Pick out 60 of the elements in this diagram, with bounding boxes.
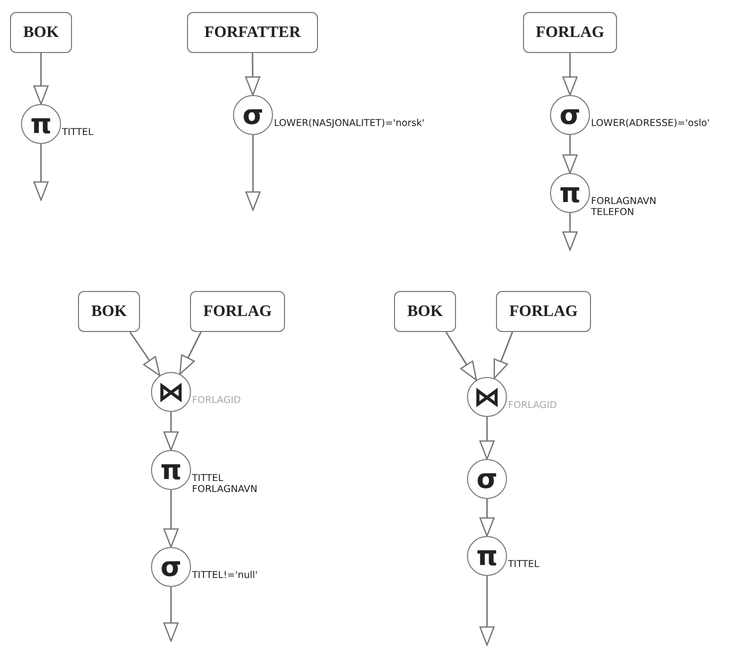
operator-symbol: π xyxy=(476,542,498,570)
arrow xyxy=(179,332,202,375)
table-box xyxy=(523,12,617,53)
arrow xyxy=(479,576,495,646)
operator-parameter: FORLAGNAVN TELEFON xyxy=(591,197,656,219)
operator-circle xyxy=(151,372,191,412)
arrow xyxy=(562,135,578,174)
arrow xyxy=(163,490,179,548)
operator-circle xyxy=(151,547,191,587)
operator-parameter: LOWER(NASJONALITET)='norsk' xyxy=(274,119,424,130)
table-box xyxy=(394,291,456,332)
operator-circle xyxy=(233,95,273,135)
operator-symbol: π xyxy=(559,180,581,206)
operator-parameter: LOWER(ADRESSE)='oslo' xyxy=(591,119,710,130)
operator-symbol: σ xyxy=(476,466,498,492)
table-name: FORLAG xyxy=(536,24,604,42)
operator-symbol: ⋈ xyxy=(158,378,184,406)
arrow xyxy=(245,135,261,211)
operator-parameter: TITTEL xyxy=(62,128,94,139)
table-name: FORLAG xyxy=(203,302,272,320)
operator-circle xyxy=(21,104,61,144)
table-name: BOK xyxy=(407,302,443,320)
operator-parameter: FORLAGID xyxy=(192,396,241,407)
arrow xyxy=(494,332,514,380)
operator-circle xyxy=(467,377,507,417)
table-box xyxy=(496,291,591,332)
arrow xyxy=(245,53,260,96)
table-box xyxy=(190,291,285,332)
operator-symbol: ⋈ xyxy=(474,384,500,410)
operator-circle xyxy=(151,450,191,490)
table-name: BOK xyxy=(91,302,127,320)
operator-symbol: π xyxy=(160,456,182,484)
operator-circle xyxy=(467,536,507,576)
operator-parameter: FORLAGID xyxy=(508,401,557,412)
operator-parameter: TITTEL xyxy=(508,560,540,571)
operator-circle xyxy=(550,173,590,213)
operator-parameter: TITTEL FORLAGNAVN xyxy=(192,474,258,496)
table-name: FORFATTER xyxy=(204,24,301,42)
arrow xyxy=(33,53,49,105)
arrow xyxy=(129,332,160,376)
operator-circle xyxy=(550,95,590,135)
operator-circle xyxy=(467,459,507,499)
operator-symbol: σ xyxy=(559,102,581,128)
table-box xyxy=(78,291,140,332)
operator-parameter: TITTEL!='null' xyxy=(192,571,258,582)
arrow xyxy=(445,332,477,381)
arrow xyxy=(479,417,495,460)
table-name: FORLAG xyxy=(509,302,578,320)
arrow xyxy=(163,412,179,451)
arrow xyxy=(562,213,578,251)
operator-symbol: π xyxy=(30,110,52,138)
table-box xyxy=(187,12,318,53)
arrow xyxy=(479,499,495,537)
table-name: BOK xyxy=(23,24,59,42)
arrow xyxy=(562,53,578,96)
arrow xyxy=(163,587,179,642)
arrow xyxy=(33,144,49,201)
operator-symbol: σ xyxy=(160,554,182,580)
table-box xyxy=(10,12,72,53)
operator-symbol: σ xyxy=(242,102,264,128)
